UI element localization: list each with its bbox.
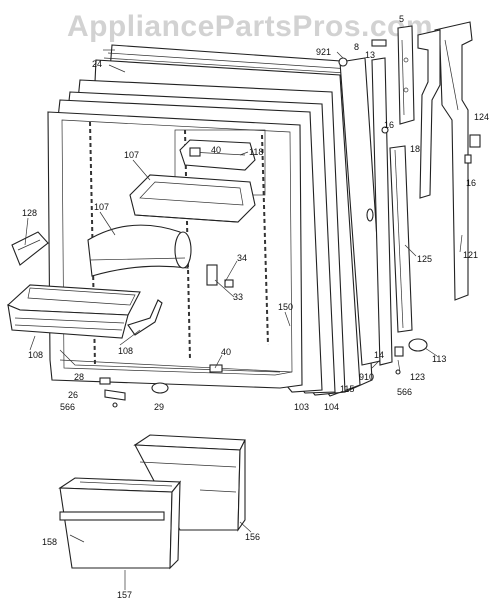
callout-labels: 5 921 8 13 24 124 18 16 16 40 107 118 10…: [22, 14, 489, 600]
callout-label: 26: [68, 390, 78, 400]
door-bin: [6, 284, 141, 339]
callout-label: 157: [117, 590, 132, 600]
callout-label: 107: [94, 202, 109, 212]
callout-label: 34: [237, 253, 247, 263]
hinge-top: [397, 25, 415, 125]
callout-label: 103: [294, 402, 309, 412]
callout-label: 16: [466, 178, 476, 188]
door-handle-short: [417, 29, 441, 199]
callout-label: 28: [74, 372, 84, 382]
callout-label: 108: [28, 350, 43, 360]
crisper-drawer-front: [58, 477, 182, 570]
callout-label: 14: [374, 350, 384, 360]
callout-label: 115: [340, 384, 354, 394]
callout-label: 124: [474, 112, 489, 122]
callout-label: 121: [463, 250, 478, 260]
callout-label: 125: [417, 254, 432, 264]
bin-support: [127, 299, 163, 336]
callout-label: 156: [245, 532, 260, 542]
side-bin: [11, 231, 49, 266]
vertical-strips: [339, 57, 413, 366]
callout-label: 40: [221, 347, 231, 357]
callout-label: 8: [354, 42, 359, 52]
callout-label: 108: [118, 346, 133, 356]
callout-label: 921: [316, 47, 331, 57]
leader-lines: [24, 49, 463, 590]
retainer-clips: [189, 147, 223, 373]
callout-label: 18: [410, 144, 420, 154]
dairy-door: [87, 224, 192, 277]
callout-label: 118: [249, 147, 263, 157]
callout-label: 566: [397, 387, 412, 397]
upper-shelf-bin: [129, 139, 256, 223]
callout-label: 566: [60, 402, 75, 412]
callout-label: 5: [399, 14, 404, 24]
door-handle-long: [434, 21, 473, 301]
callout-label: 40: [211, 145, 221, 155]
callout-label: 104: [324, 402, 339, 412]
bracket-parts: [206, 264, 234, 288]
callout-label: 107: [124, 150, 139, 160]
callout-label: 33: [233, 292, 243, 302]
callout-label: 128: [22, 208, 37, 218]
callout-label: 123: [410, 372, 425, 382]
callout-label: 16: [384, 120, 394, 130]
callout-label: 158: [42, 537, 57, 547]
watermark-text: AppliancePartsPros.com: [66, 10, 434, 43]
callout-label: 29: [154, 402, 164, 412]
callout-label: 13: [365, 50, 375, 60]
callout-label: 113: [432, 354, 446, 364]
callout-label: 24: [92, 59, 102, 69]
callout-label: 910: [359, 372, 374, 382]
callout-label: 150: [278, 302, 293, 312]
